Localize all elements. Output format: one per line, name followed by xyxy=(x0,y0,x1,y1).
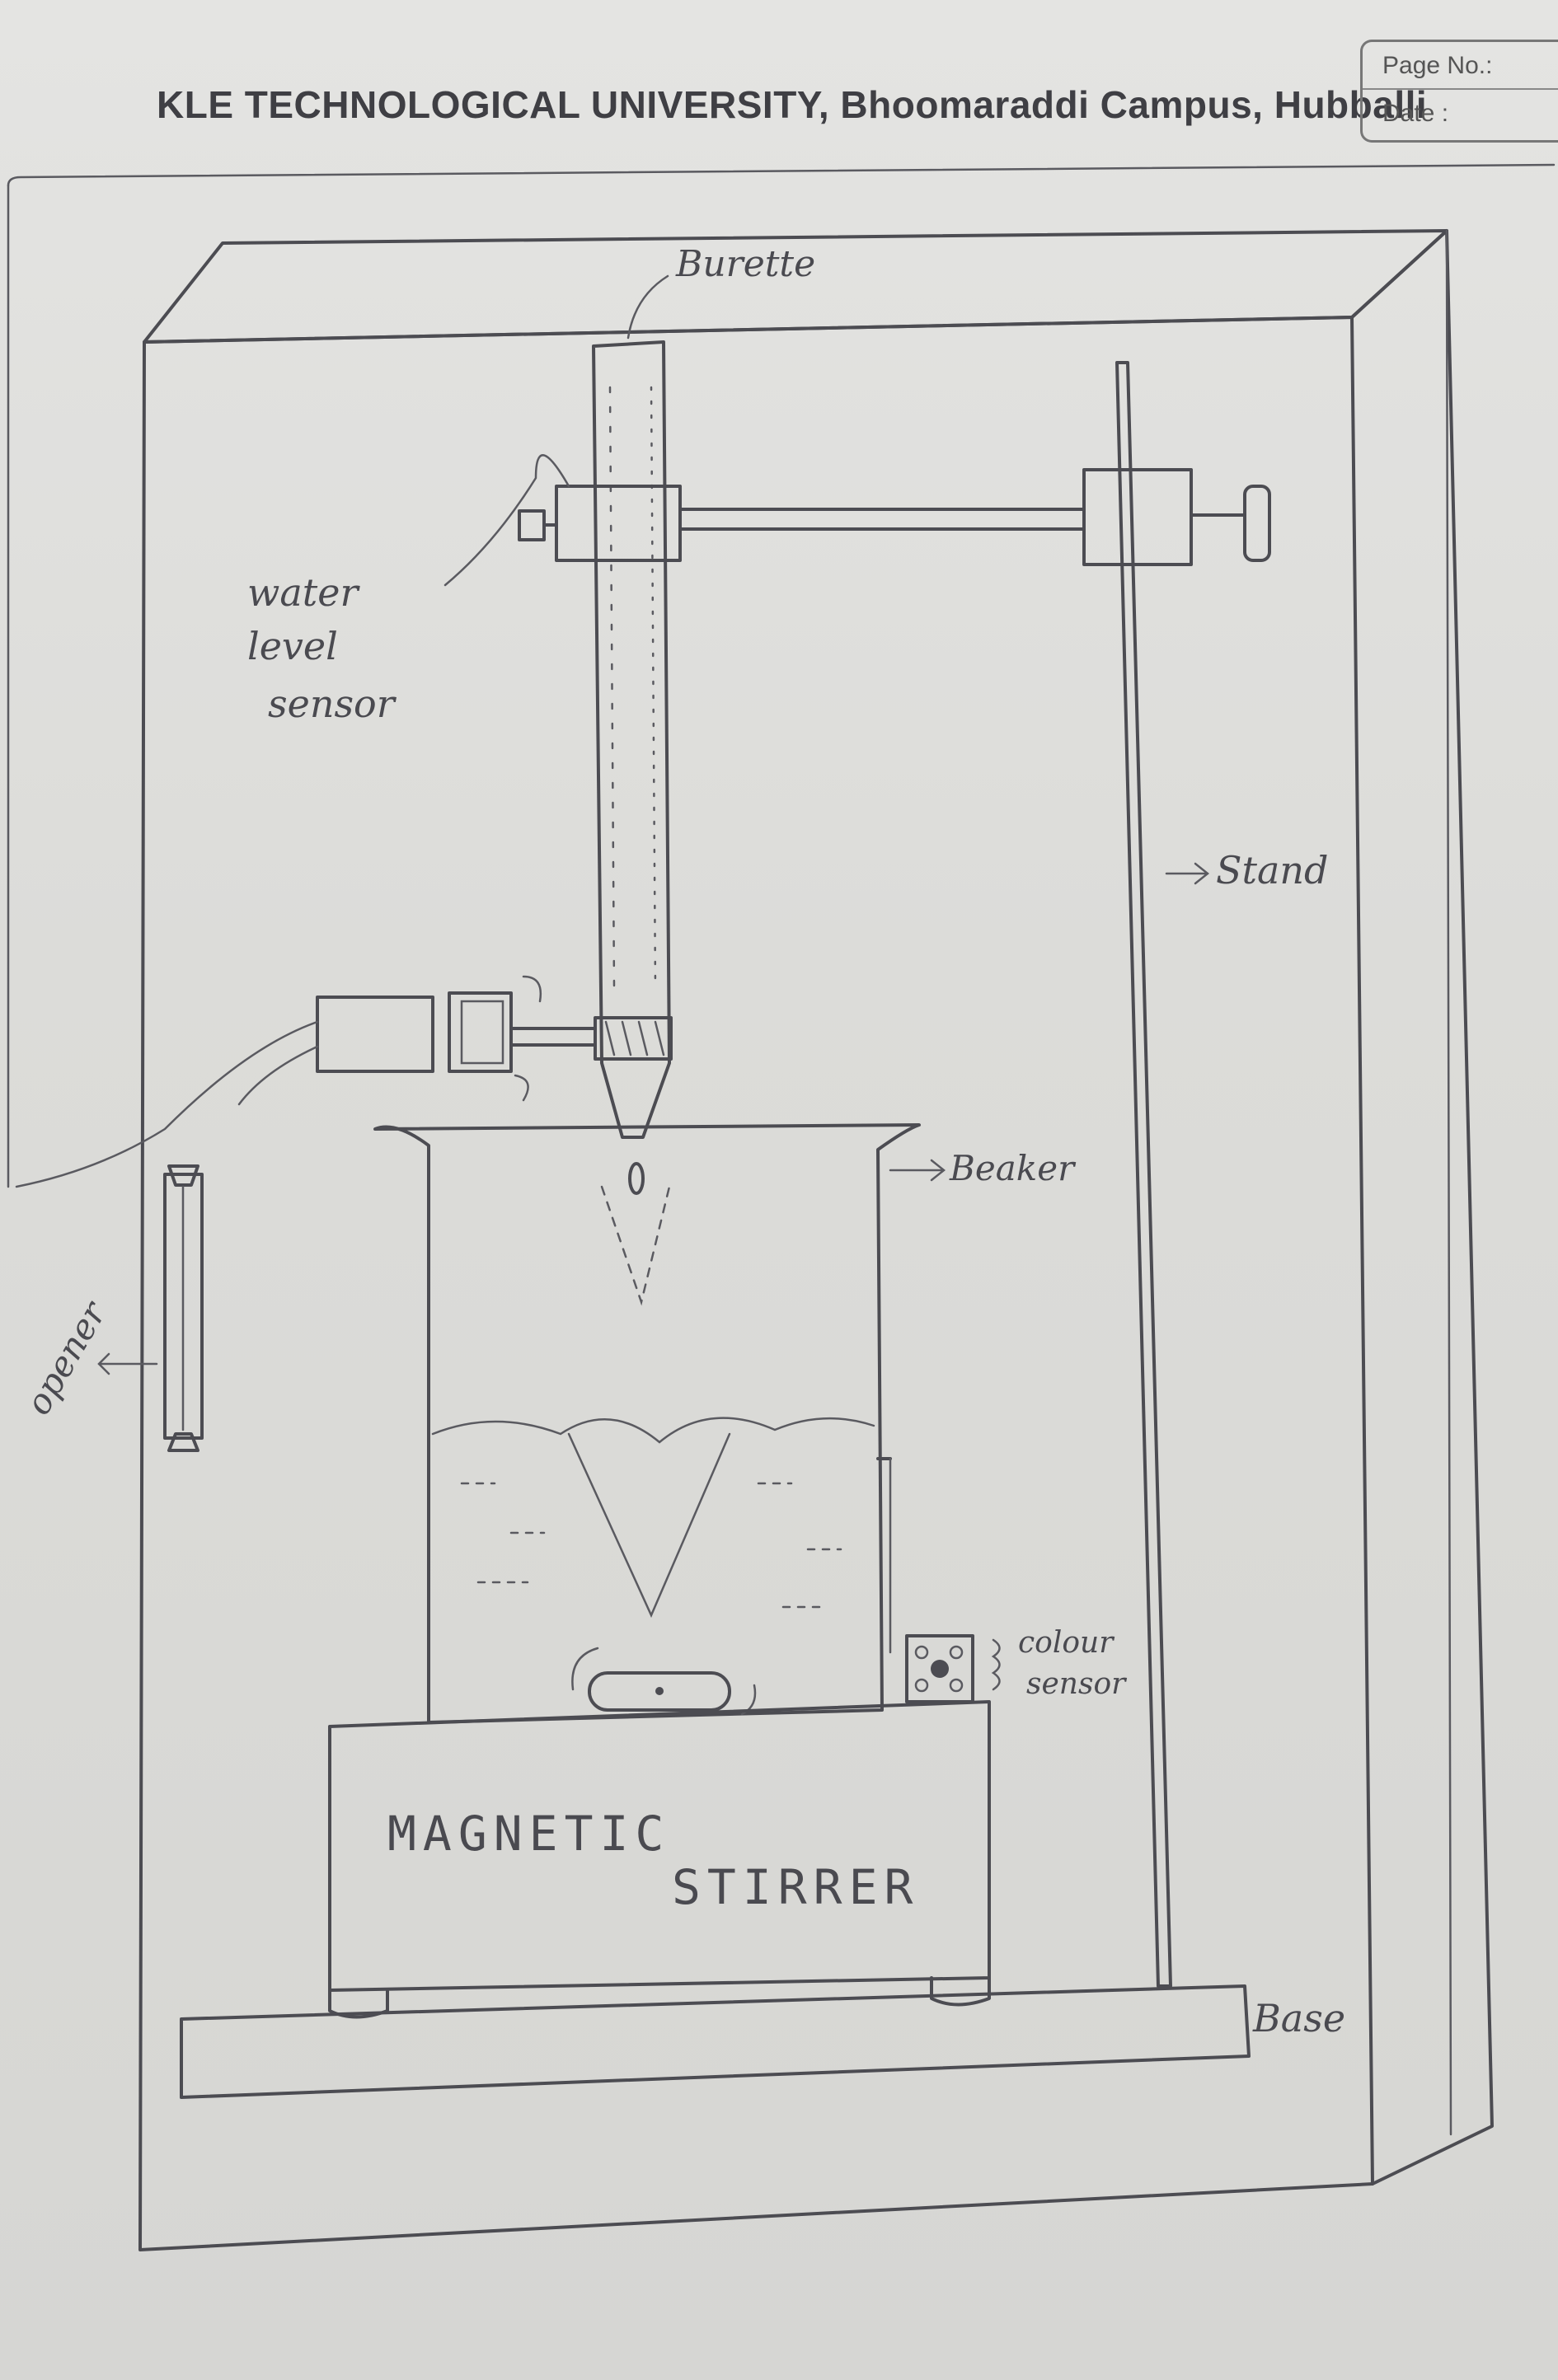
base-label: Base xyxy=(1252,1996,1345,2040)
stand-arrow xyxy=(1166,864,1208,883)
burette-arrow xyxy=(628,276,668,338)
magnetic-label: MAGNETIC xyxy=(387,1806,670,1862)
burette-clamp xyxy=(519,486,1084,560)
door-opener xyxy=(165,1166,202,1450)
valve-motor xyxy=(16,977,595,1187)
vortex xyxy=(569,1434,730,1615)
opener-label: opener xyxy=(17,1293,115,1422)
stand-knob xyxy=(1245,486,1269,560)
burette xyxy=(594,342,671,1137)
opener-arrow xyxy=(99,1354,157,1374)
water-level-sensor-label-3: sensor xyxy=(268,682,397,726)
water-level-sensor-label-2: level xyxy=(247,624,338,668)
beaker-arrow xyxy=(890,1160,944,1180)
beaker xyxy=(375,1125,919,1722)
stand-base xyxy=(181,1986,1249,2097)
drop xyxy=(630,1164,643,1193)
margin-frame-line xyxy=(8,165,1554,185)
colour-sensor-label-1: colour xyxy=(1018,1626,1115,1660)
water-level-sensor-arrow xyxy=(445,455,569,585)
water-level-sensor-label-1: water xyxy=(247,570,361,615)
stand xyxy=(1084,363,1269,1986)
colour-sensor xyxy=(907,1636,1000,1702)
beaker-label: Beaker xyxy=(949,1148,1077,1188)
burette-label: Burette xyxy=(675,243,815,285)
stand-label: Stand xyxy=(1216,848,1329,892)
stir-bar xyxy=(572,1648,755,1714)
cabinet-box xyxy=(140,231,1492,2250)
colour-sensor-label-2: sensor xyxy=(1026,1667,1127,1701)
burette-tip-reflection xyxy=(602,1187,669,1302)
stirrer-label: STIRRER xyxy=(672,1859,919,1915)
